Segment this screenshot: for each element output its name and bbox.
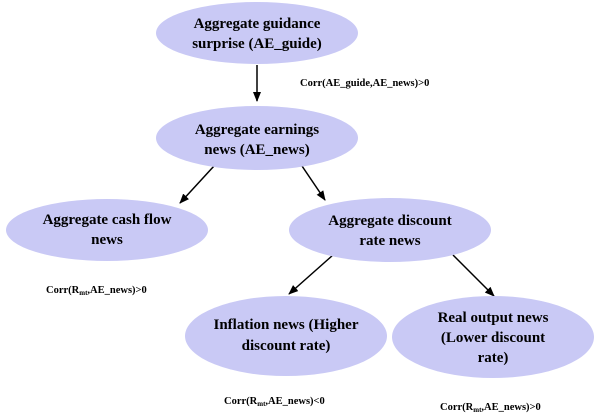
node-ae-guide-line1: Aggregate guidance	[194, 16, 321, 32]
node-cash-flow-line1: Aggregate cash flow	[43, 212, 172, 228]
edge-discount-to-realoutput	[452, 254, 495, 297]
node-inflation-line2: discount rate)	[242, 338, 331, 354]
node-cash-flow-line2: news	[91, 232, 123, 248]
node-real-output-line3: rate)	[478, 350, 509, 366]
annotation-guide-news: Corr(AE_guide,AE_news)>0	[300, 78, 429, 89]
node-inflation: Inflation news (Higher discount rate)	[185, 296, 387, 376]
node-ae-guide-line2: surprise (AE_guide)	[192, 36, 322, 52]
node-discount-rate-line1: Aggregate discount	[328, 213, 451, 229]
node-ae-news-line1: Aggregate earnings	[195, 122, 319, 138]
node-inflation-line1: Inflation news (Higher	[213, 317, 358, 333]
edge-discount-to-inflation	[288, 254, 334, 295]
node-real-output-line1: Real output news	[438, 310, 549, 326]
node-ae-news-line2: news (AE_news)	[204, 142, 309, 158]
annotation-inflation: Corr(Rmt,AE_news)<0	[224, 396, 325, 408]
node-real-output: Real output news (Lower discount rate)	[392, 296, 594, 378]
node-discount-rate-line2: rate news	[359, 233, 420, 249]
node-ae-guide: Aggregate guidance surprise (AE_guide)	[156, 2, 358, 64]
node-discount-rate: Aggregate discount rate news	[289, 198, 491, 262]
node-cash-flow: Aggregate cash flow news	[6, 199, 208, 261]
node-real-output-line2: (Lower discount	[441, 330, 545, 346]
annotation-real-output: Corr(Rmt,AE_news)>0	[440, 402, 541, 414]
node-ae-news: Aggregate earnings news (AE_news)	[156, 106, 358, 170]
edge-news-to-discount	[301, 165, 326, 201]
annotation-cash-flow: Corr(Rmt,AE_news)>0	[46, 285, 147, 297]
edge-news-to-cashflow	[179, 165, 215, 204]
